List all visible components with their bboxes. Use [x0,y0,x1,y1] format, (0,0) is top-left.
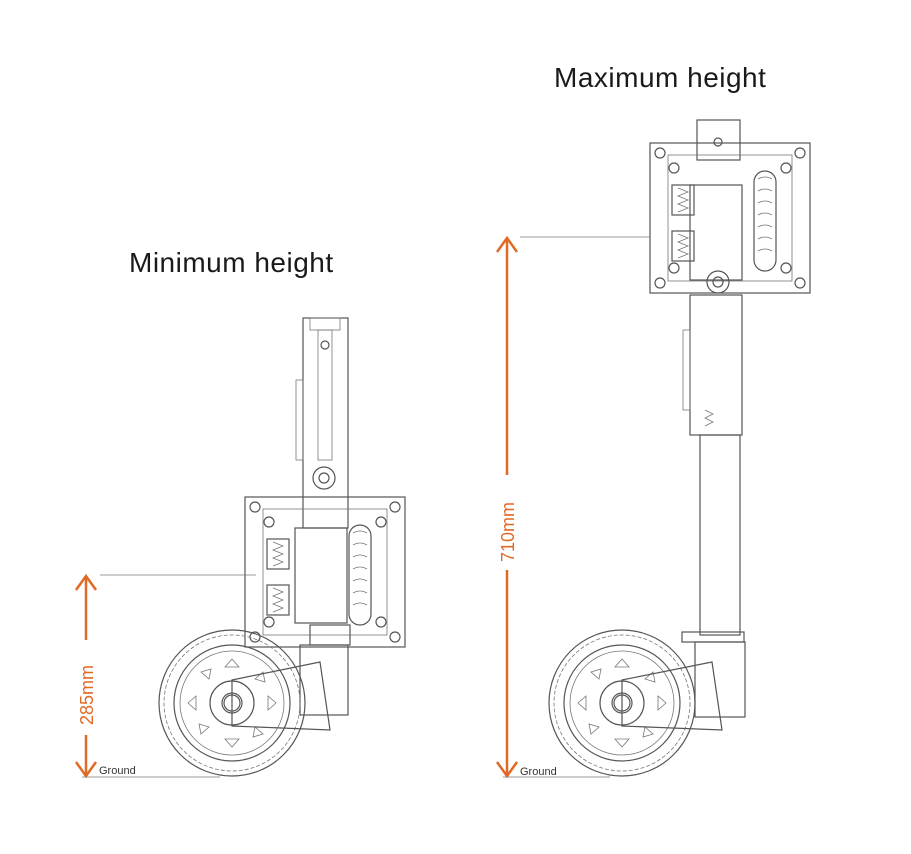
max-height-dimension-arrow [495,235,610,779]
max-height-title: Maximum height [554,62,767,93]
max-height-dimension-label: 710mm [498,502,518,562]
min-height-dimension-label: 285mm [77,665,97,725]
max-height-jack-drawing [520,119,811,777]
min-ground-label: Ground [99,765,136,777]
min-height-jack-drawing [100,317,406,777]
min-height-dimension-arrow [74,573,220,779]
max-ground-label: Ground [520,766,557,778]
min-height-title: Minimum height [129,247,334,278]
